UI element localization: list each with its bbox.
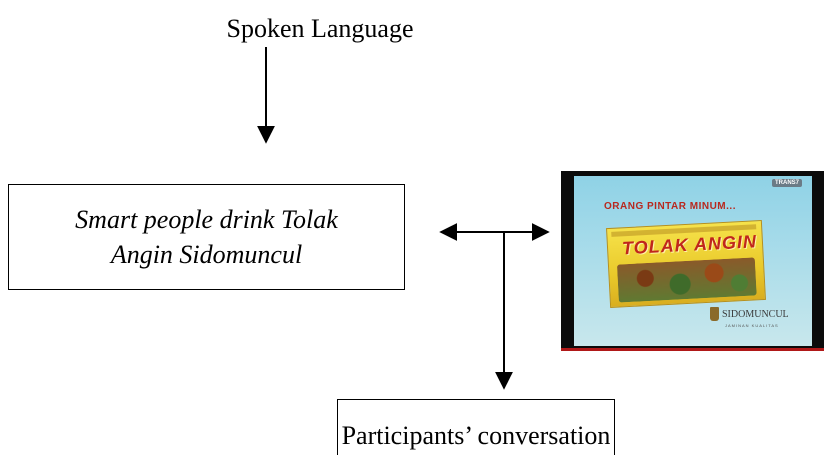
participants-box: Participants’ conversation bbox=[337, 399, 615, 455]
mortar-icon bbox=[710, 307, 719, 321]
ad-screen: TRANS7 ORANG PINTAR MINUM... TOLAK ANGIN… bbox=[574, 176, 812, 346]
ad-headline: ORANG PINTAR MINUM... bbox=[604, 201, 736, 212]
product-brand: TOLAK ANGIN bbox=[621, 231, 758, 259]
slogan-box: Smart people drink Tolak Angin Sidomuncu… bbox=[8, 184, 405, 290]
herbs-picture bbox=[616, 257, 757, 303]
participants-text: Participants’ conversation bbox=[341, 421, 611, 450]
channel-badge: TRANS7 bbox=[771, 179, 802, 187]
spoken-language-label: Spoken Language bbox=[226, 14, 414, 43]
ad-bottom-bar bbox=[561, 348, 824, 351]
product-pack: TOLAK ANGIN bbox=[606, 219, 766, 309]
slogan-text: Smart people drink Tolak Angin Sidomuncu… bbox=[75, 204, 338, 269]
company-logo: SIDOMUNCUL bbox=[722, 309, 789, 320]
ad-image: TRANS7 ORANG PINTAR MINUM... TOLAK ANGIN… bbox=[561, 171, 824, 351]
company-tagline: JAMINAN KUALITAS bbox=[725, 323, 779, 328]
